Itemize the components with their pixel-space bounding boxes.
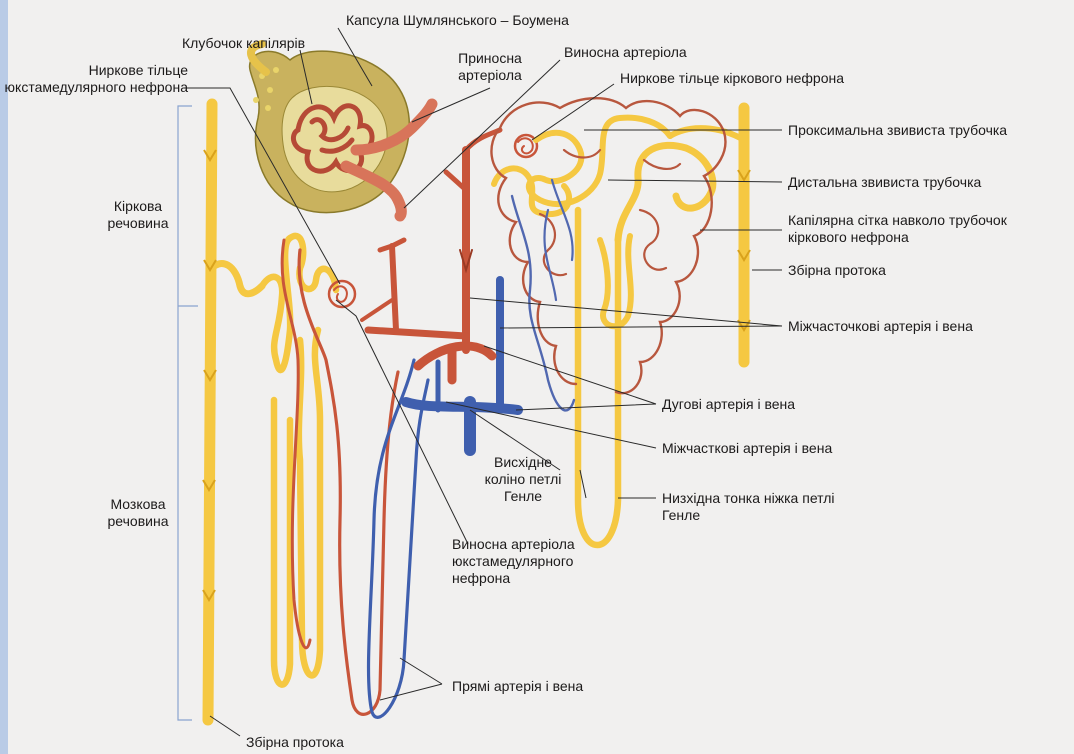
loop-ascending — [618, 145, 713, 240]
collecting-duct-right — [738, 108, 750, 362]
label-cortical-corpuscle: Ниркове тільце кіркового нефрона — [620, 70, 844, 87]
collecting-duct-left — [203, 104, 262, 720]
label-glomerulus: Клубочок капілярів — [182, 35, 305, 52]
label-juxtamedullary-corpuscle: Ниркове тільце юкстамедулярного нефрона — [0, 62, 188, 96]
label-collecting-duct-right: Збірна протока — [788, 262, 886, 279]
label-afferent-arteriole: Приносна артеріола — [444, 50, 536, 84]
label-collecting-duct-bottom: Збірна протока — [246, 734, 344, 751]
label-vasa-recta: Прямі артерія і вена — [452, 678, 583, 695]
label-interlobular-vessels: Міжчасточкові артерія і вена — [788, 318, 973, 335]
label-juxtamedullary-efferent: Виносна артеріола юкстамедулярного нефро… — [452, 536, 602, 587]
label-capillary-network: Капілярна сітка навколо трубочок кірково… — [788, 212, 1038, 246]
juxtamedullary-vessels — [282, 240, 428, 717]
loop-descending — [578, 210, 618, 545]
juxtamedullary-glomerulus — [329, 281, 355, 307]
label-interlobar-vessels: Міжчасткові артерія і вена — [662, 440, 832, 457]
proximal-convoluted-tubule — [529, 118, 670, 204]
label-ascending-limb: Висхідне коліно петлі Генле — [480, 454, 566, 505]
label-efferent-arteriole: Виносна артеріола — [564, 44, 687, 61]
label-descending-thin-limb: Низхідна тонка ніжка петлі Генле — [662, 490, 842, 524]
zone-bracket — [178, 106, 198, 720]
label-proximal-tubule: Проксимальна звивиста трубочка — [788, 122, 1007, 139]
label-capsule: Капсула Шумлянського – Боумена — [346, 12, 569, 29]
label-cortex: Кіркова речовина — [98, 198, 178, 232]
juxtamedullary-tubule — [262, 236, 336, 685]
label-medulla: Мозкова речовина — [98, 496, 178, 530]
label-distal-tubule: Дистальна звивиста трубочка — [788, 174, 981, 191]
renal-corpuscle-inset — [250, 44, 432, 216]
label-arcuate-vessels: Дугові артерія і вена — [662, 396, 795, 413]
